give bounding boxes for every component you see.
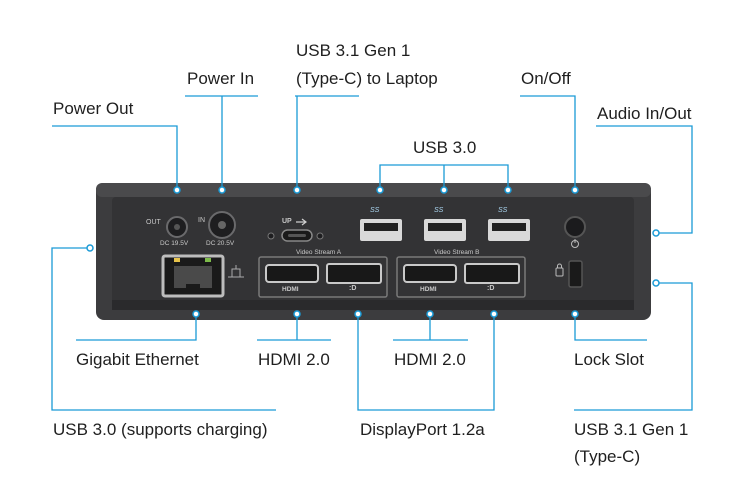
usb30-port-2 (424, 219, 466, 241)
in-port-label: IN (198, 217, 205, 224)
label-usb30: USB 3.0 (413, 138, 477, 157)
label-hdmi-a: HDMI 2.0 (258, 350, 330, 369)
lock-slot (555, 260, 583, 288)
label-lock-slot: Lock Slot (574, 350, 644, 369)
hdmi-b-label: HDMI (420, 286, 437, 293)
usb-logo-1: SS (370, 207, 380, 214)
label-audio: Audio In/Out (597, 104, 692, 123)
leader-lines (51, 95, 693, 411)
label-gigabit-ethernet: Gigabit Ethernet (76, 350, 199, 369)
hdmi-a-label: HDMI (282, 286, 299, 293)
label-hdmi-b: HDMI 2.0 (394, 350, 466, 369)
usb-logo-3: SS (498, 207, 508, 214)
dp-a-label: :D (349, 285, 357, 292)
docking-station (96, 183, 651, 320)
usb30-port-3 (488, 219, 530, 241)
label-usb31-typec-line2: (Type-C) (574, 447, 641, 466)
up-label: UP (282, 218, 292, 225)
video-stream-b-label: Video Stream B (434, 249, 480, 256)
label-usb31-laptop-line1: USB 3.1 Gen 1 (296, 41, 411, 60)
leader-dots (86, 186, 660, 318)
label-on-off: On/Off (521, 69, 571, 88)
label-displayport: DisplayPort 1.2a (360, 420, 485, 439)
label-power-in: Power In (187, 69, 255, 88)
power-button (564, 216, 586, 248)
video-stream-a-label: Video Stream A (296, 249, 342, 256)
video-stream-a (258, 256, 388, 298)
out-voltage-label: DC 19.5V (160, 240, 189, 247)
video-stream-b (396, 256, 526, 298)
label-usb30-charging: USB 3.0 (supports charging) (53, 420, 268, 439)
label-usb31-laptop-line2: (Type-C) to Laptop (296, 69, 438, 88)
usb30-port-1 (360, 219, 402, 241)
power-out-port (166, 216, 188, 238)
power-in-port (208, 211, 236, 239)
out-port-label: OUT (146, 219, 161, 226)
label-power-out: Power Out (53, 99, 134, 118)
usb-logo-2: SS (434, 207, 444, 214)
in-voltage-label: DC 20.5V (206, 240, 235, 247)
ethernet-port (161, 254, 244, 298)
label-usb31-typec-line1: USB 3.1 Gen 1 (574, 420, 689, 439)
usb-c-laptop-port (267, 218, 324, 242)
dp-b-label: :D (487, 285, 495, 292)
